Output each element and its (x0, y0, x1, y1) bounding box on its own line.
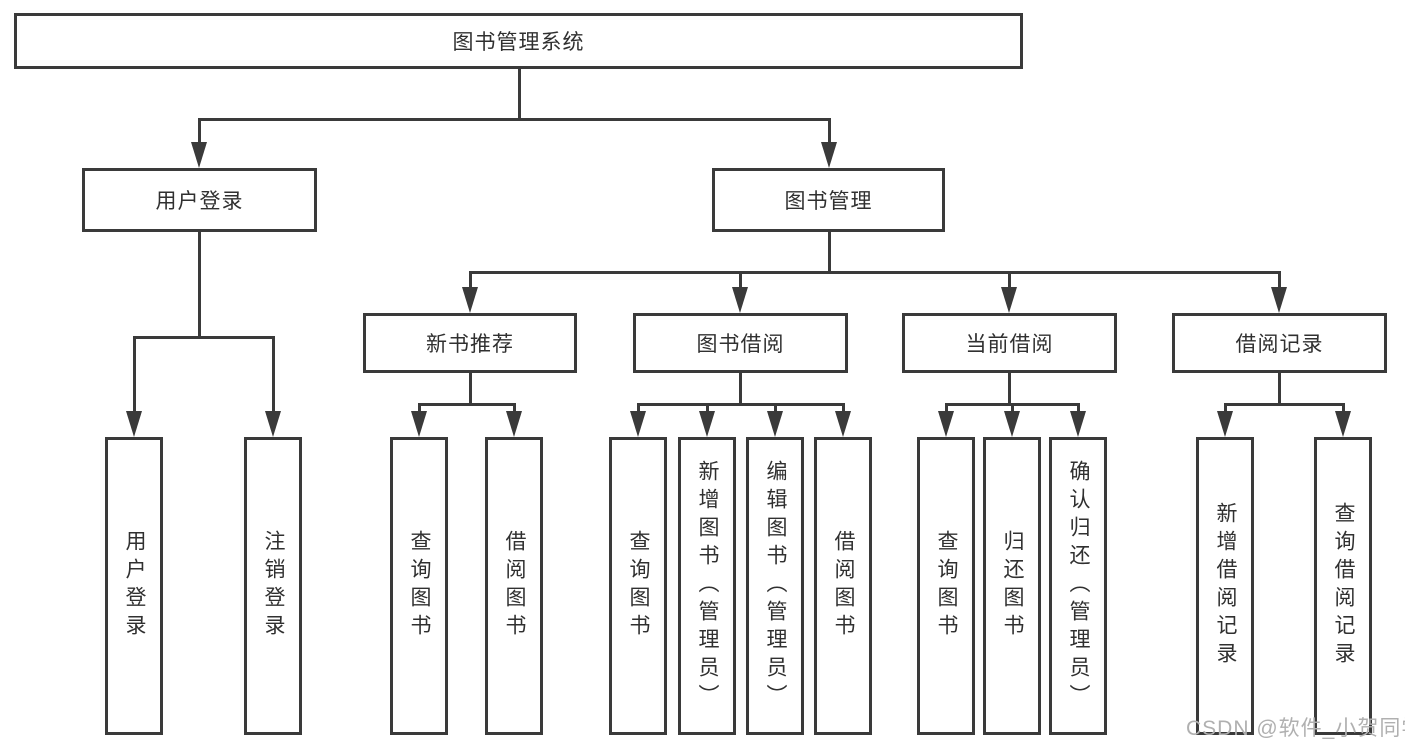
connector-line (637, 403, 845, 406)
connector-line (198, 118, 201, 148)
node-borrow-records: 借阅记录 (1172, 313, 1387, 373)
arrowhead-down-icon (1070, 411, 1086, 437)
leaf-query-books-borrowing: 查询图书 (609, 437, 667, 735)
leaf-query-books-recommend: 查询图书 (390, 437, 448, 735)
connector-line (1278, 271, 1281, 293)
arrowhead-down-icon (732, 287, 748, 313)
arrowhead-down-icon (1271, 287, 1287, 313)
arrowhead-down-icon (265, 411, 281, 437)
leaf-add-borrow-record: 新增借阅记录 (1196, 437, 1254, 735)
arrowhead-down-icon (411, 411, 427, 437)
node-new-book-recommend: 新书推荐 (363, 313, 577, 373)
leaf-user-login: 用户登录 (105, 437, 163, 735)
connector-line (418, 403, 421, 415)
arrowhead-down-icon (835, 411, 851, 437)
arrowhead-down-icon (699, 411, 715, 437)
connector-line (1278, 373, 1281, 403)
leaf-borrow-books-borrowing: 借阅图书 (814, 437, 872, 735)
connector-line (1011, 403, 1014, 415)
connector-line (469, 271, 1281, 274)
arrowhead-down-icon (1001, 287, 1017, 313)
arrowhead-down-icon (126, 411, 142, 437)
arrowhead-down-icon (767, 411, 783, 437)
arrowhead-down-icon (506, 411, 522, 437)
leaf-query-books-current: 查询图书 (917, 437, 975, 735)
leaf-borrow-books-recommend: 借阅图书 (485, 437, 543, 735)
connector-line (828, 232, 831, 271)
connector-line (1342, 403, 1345, 415)
connector-line (418, 403, 516, 406)
arrowhead-down-icon (1335, 411, 1351, 437)
connector-line (828, 118, 831, 148)
connector-line (842, 403, 845, 415)
connector-line (469, 373, 472, 403)
connector-line (469, 271, 472, 293)
connector-line (1224, 403, 1227, 415)
node-book-borrowing: 图书借阅 (633, 313, 848, 373)
leaf-query-borrow-record: 查询借阅记录 (1314, 437, 1372, 735)
connector-line (1008, 373, 1011, 403)
connector-line (637, 403, 640, 415)
connector-line (1008, 271, 1011, 293)
leaf-return-book: 归还图书 (983, 437, 1041, 735)
connector-line (513, 403, 516, 415)
node-root-system: 图书管理系统 (14, 13, 1023, 69)
connector-line (945, 403, 948, 415)
connector-line (272, 336, 275, 416)
node-current-borrowing: 当前借阅 (902, 313, 1117, 373)
leaf-edit-book-admin: 编辑图书（管理员） (746, 437, 804, 735)
connector-line (133, 336, 136, 416)
node-book-management: 图书管理 (712, 168, 945, 232)
connector-line (198, 118, 831, 121)
arrowhead-down-icon (1004, 411, 1020, 437)
arrowhead-down-icon (1217, 411, 1233, 437)
connector-line (198, 232, 201, 336)
csdn-watermark: CSDN @软件_小贺同学 (1186, 717, 1405, 740)
arrowhead-down-icon (938, 411, 954, 437)
node-user-login: 用户登录 (82, 168, 317, 232)
connector-line (1224, 403, 1345, 406)
arrowhead-down-icon (630, 411, 646, 437)
connector-line (133, 336, 275, 339)
leaf-logout: 注销登录 (244, 437, 302, 735)
connector-line (518, 69, 521, 118)
arrowhead-down-icon (462, 287, 478, 313)
connector-line (739, 373, 742, 403)
leaf-confirm-return-admin: 确认归还（管理员） (1049, 437, 1107, 735)
leaf-add-book-admin: 新增图书（管理员） (678, 437, 736, 735)
arrowhead-down-icon (191, 142, 207, 168)
connector-line (774, 403, 777, 415)
connector-line (739, 271, 742, 293)
connector-line (706, 403, 709, 415)
connector-line (1077, 403, 1080, 415)
arrowhead-down-icon (821, 142, 837, 168)
